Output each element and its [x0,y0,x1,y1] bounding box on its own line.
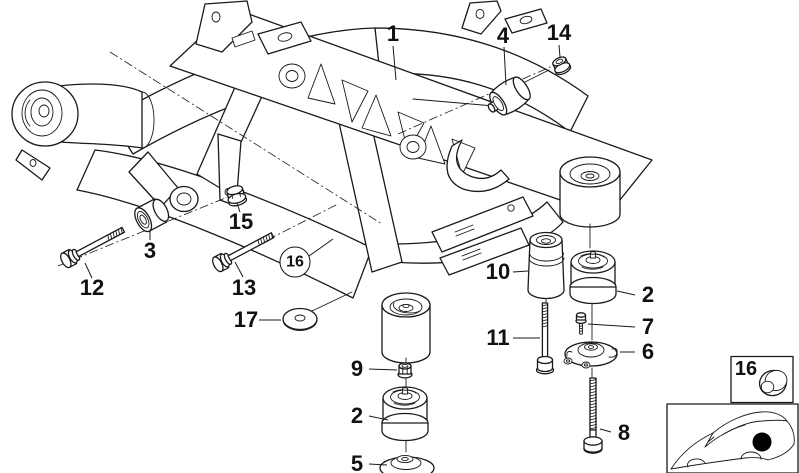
callout-13: 13 [231,275,257,300]
part-bushing-2-right [569,250,617,305]
callout-9: 9 [350,356,364,381]
part-nut-15 [226,185,248,207]
inset-part-box [730,355,794,404]
part-nut-14 [552,56,572,76]
part-bushing-3 [134,198,170,233]
part-nut-9 [397,362,413,379]
part-bolt-13 [212,232,275,273]
callout-6: 6 [641,339,655,364]
callout-16-inset: 16 [734,358,758,380]
car-outline [670,411,795,470]
callout-8: 8 [617,420,631,445]
callout-10: 10 [485,259,511,284]
callout-7: 7 [641,314,655,339]
leader-lines [84,44,636,466]
inset-car-box [666,403,799,473]
part-support-6 [563,341,618,369]
callout-11: 11 [486,325,510,350]
callout-3: 3 [143,238,157,263]
part-bolt-12 [60,226,126,269]
callout-4: 4 [496,23,510,48]
callout-12: 12 [79,275,105,300]
callout-1: 1 [386,21,400,46]
part-cap-5 [379,454,435,473]
subframe-drawing [11,0,653,364]
callout-2-lower: 2 [350,403,364,428]
callout-2-right: 2 [641,282,655,307]
part-buffer-10 [527,231,565,300]
callout-15: 15 [228,209,254,234]
part-bolt-8 [583,377,603,454]
car-location-marker [752,432,772,452]
callout-16-circled: 16 [279,246,311,278]
part-bushing-2-lower [381,386,429,442]
part-grommet-16 [758,369,788,397]
part-bolt-7 [575,312,587,335]
callout-14: 14 [546,20,572,45]
callout-5: 5 [350,451,364,473]
part-washer-17 [282,307,318,331]
callout-17: 17 [233,307,259,332]
part-bushing-4 [487,76,531,116]
part-bolt-11 [535,302,555,375]
